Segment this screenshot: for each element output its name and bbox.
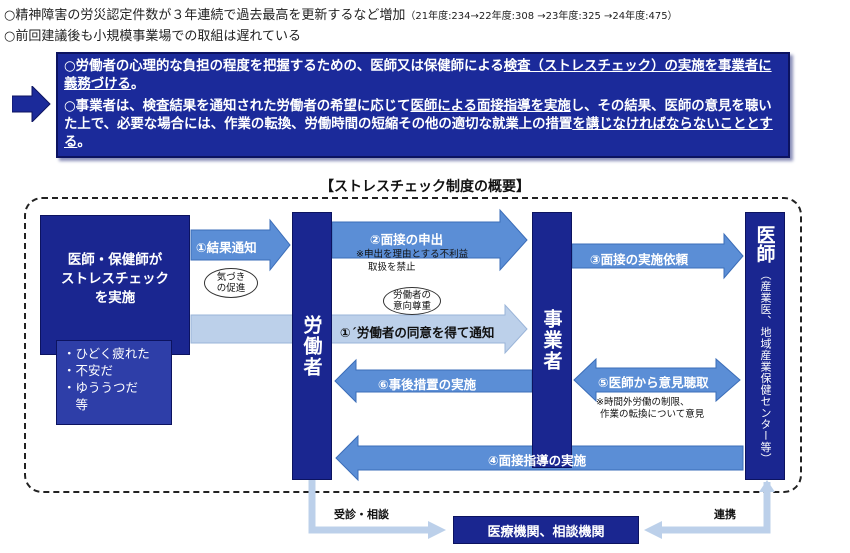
header-line-1-main: ○精神障害の労災認定件数が３年連続で過去最高を更新するなど増加 (4, 8, 406, 23)
medical-institution-box: 医療機関、相談機関 (453, 516, 639, 544)
stress-check-box: 医師・保健師が ストレスチェック を実施 (40, 215, 190, 355)
symptom-item: ・ひどく疲れた (63, 346, 150, 361)
policy-point-1: ○労働者の心理的な負担の程度を把握するための、医師又は保健師による検査（ストレス… (64, 59, 772, 92)
symptom-list: ・ひどく疲れた ・不安だ ・ゆううつだ 等 (56, 340, 172, 425)
arrow-consent-notice (190, 303, 528, 355)
symptom-item: ・ゆううつだ (63, 380, 139, 395)
label-consent-notice: ①´労働者の同意を得て通知 (340, 325, 495, 340)
bubble-worker-intent: 労働者の 意向尊重 (383, 287, 441, 315)
arrow-request-doctor (571, 232, 744, 280)
arrow-result-notice (190, 218, 291, 272)
doctor-label: 医師 (753, 225, 776, 263)
stress-check-flow-frame (24, 197, 802, 493)
label-doctor-opinion: ⑤医師から意見聴取 (598, 375, 709, 390)
arrow-interview-request (331, 208, 528, 272)
note-opinion-2: 作業の転換について意見 (600, 409, 705, 420)
medical-label: 医療機関、相談機関 (487, 524, 605, 540)
note-opinion-1: ※時間外労働の制限、 (596, 397, 690, 408)
label-interview-guidance: ④面接指導の実施 (488, 453, 587, 468)
doctor-sub-label: （産業医、地域産業保健センター等） (759, 269, 772, 465)
arrow-doctor-opinion (573, 357, 741, 403)
note-disadvantage-2: 取扱を禁止 (368, 262, 416, 273)
header-line-1: ○精神障害の労災認定件数が３年連続で過去最高を更新するなど増加（21年度:234… (4, 4, 678, 23)
symptom-item: ・不安だ (63, 363, 114, 378)
bubble-awareness: 気づき の促進 (204, 268, 258, 298)
policy-callout: ○労働者の心理的な負担の程度を把握するための、医師又は保健師による検査（ストレス… (56, 52, 790, 158)
label-follow-up: ⑥事後措置の実施 (378, 377, 477, 392)
label-result-notice: ①結果通知 (196, 240, 257, 255)
worker-label: 労働者 (300, 314, 323, 378)
employer-label: 事業者 (540, 308, 563, 372)
header-line-2: ○前回建議後も小規模事業場での取組は遅れている (4, 29, 301, 44)
arrow-to-medical (308, 480, 430, 534)
arrow-right-icon (12, 86, 51, 122)
label-cooperation: 連携 (714, 508, 736, 521)
worker-column: 労働者 (292, 212, 332, 480)
policy-point-2: ○事業者は、検査結果を通知された労働者の希望に応じて医師による面接指導を実施し、… (64, 99, 773, 150)
label-consultation: 受診・相談 (334, 508, 389, 521)
arrow-doctor-medical (660, 482, 771, 534)
stress-check-label: 医師・保健師が ストレスチェック を実施 (61, 251, 169, 306)
arrow-follow-up (334, 358, 533, 404)
symptom-item: 等 (63, 397, 89, 412)
label-interview-request: ②面接の申出 (370, 232, 444, 247)
doctor-column: 医師 （産業医、地域産業保健センター等） (745, 212, 785, 480)
label-request-doctor: ③面接の実施依頼 (590, 252, 689, 267)
note-disadvantage-1: ※申出を理由とする不利益 (356, 249, 469, 260)
header-line-1-stats: （21年度:234→22年度:308 →23年度:325 →24年度:475） (405, 11, 678, 22)
diagram-title: 【ストレスチェック制度の概要】 (320, 179, 530, 195)
employer-column: 事業者 (532, 212, 572, 468)
